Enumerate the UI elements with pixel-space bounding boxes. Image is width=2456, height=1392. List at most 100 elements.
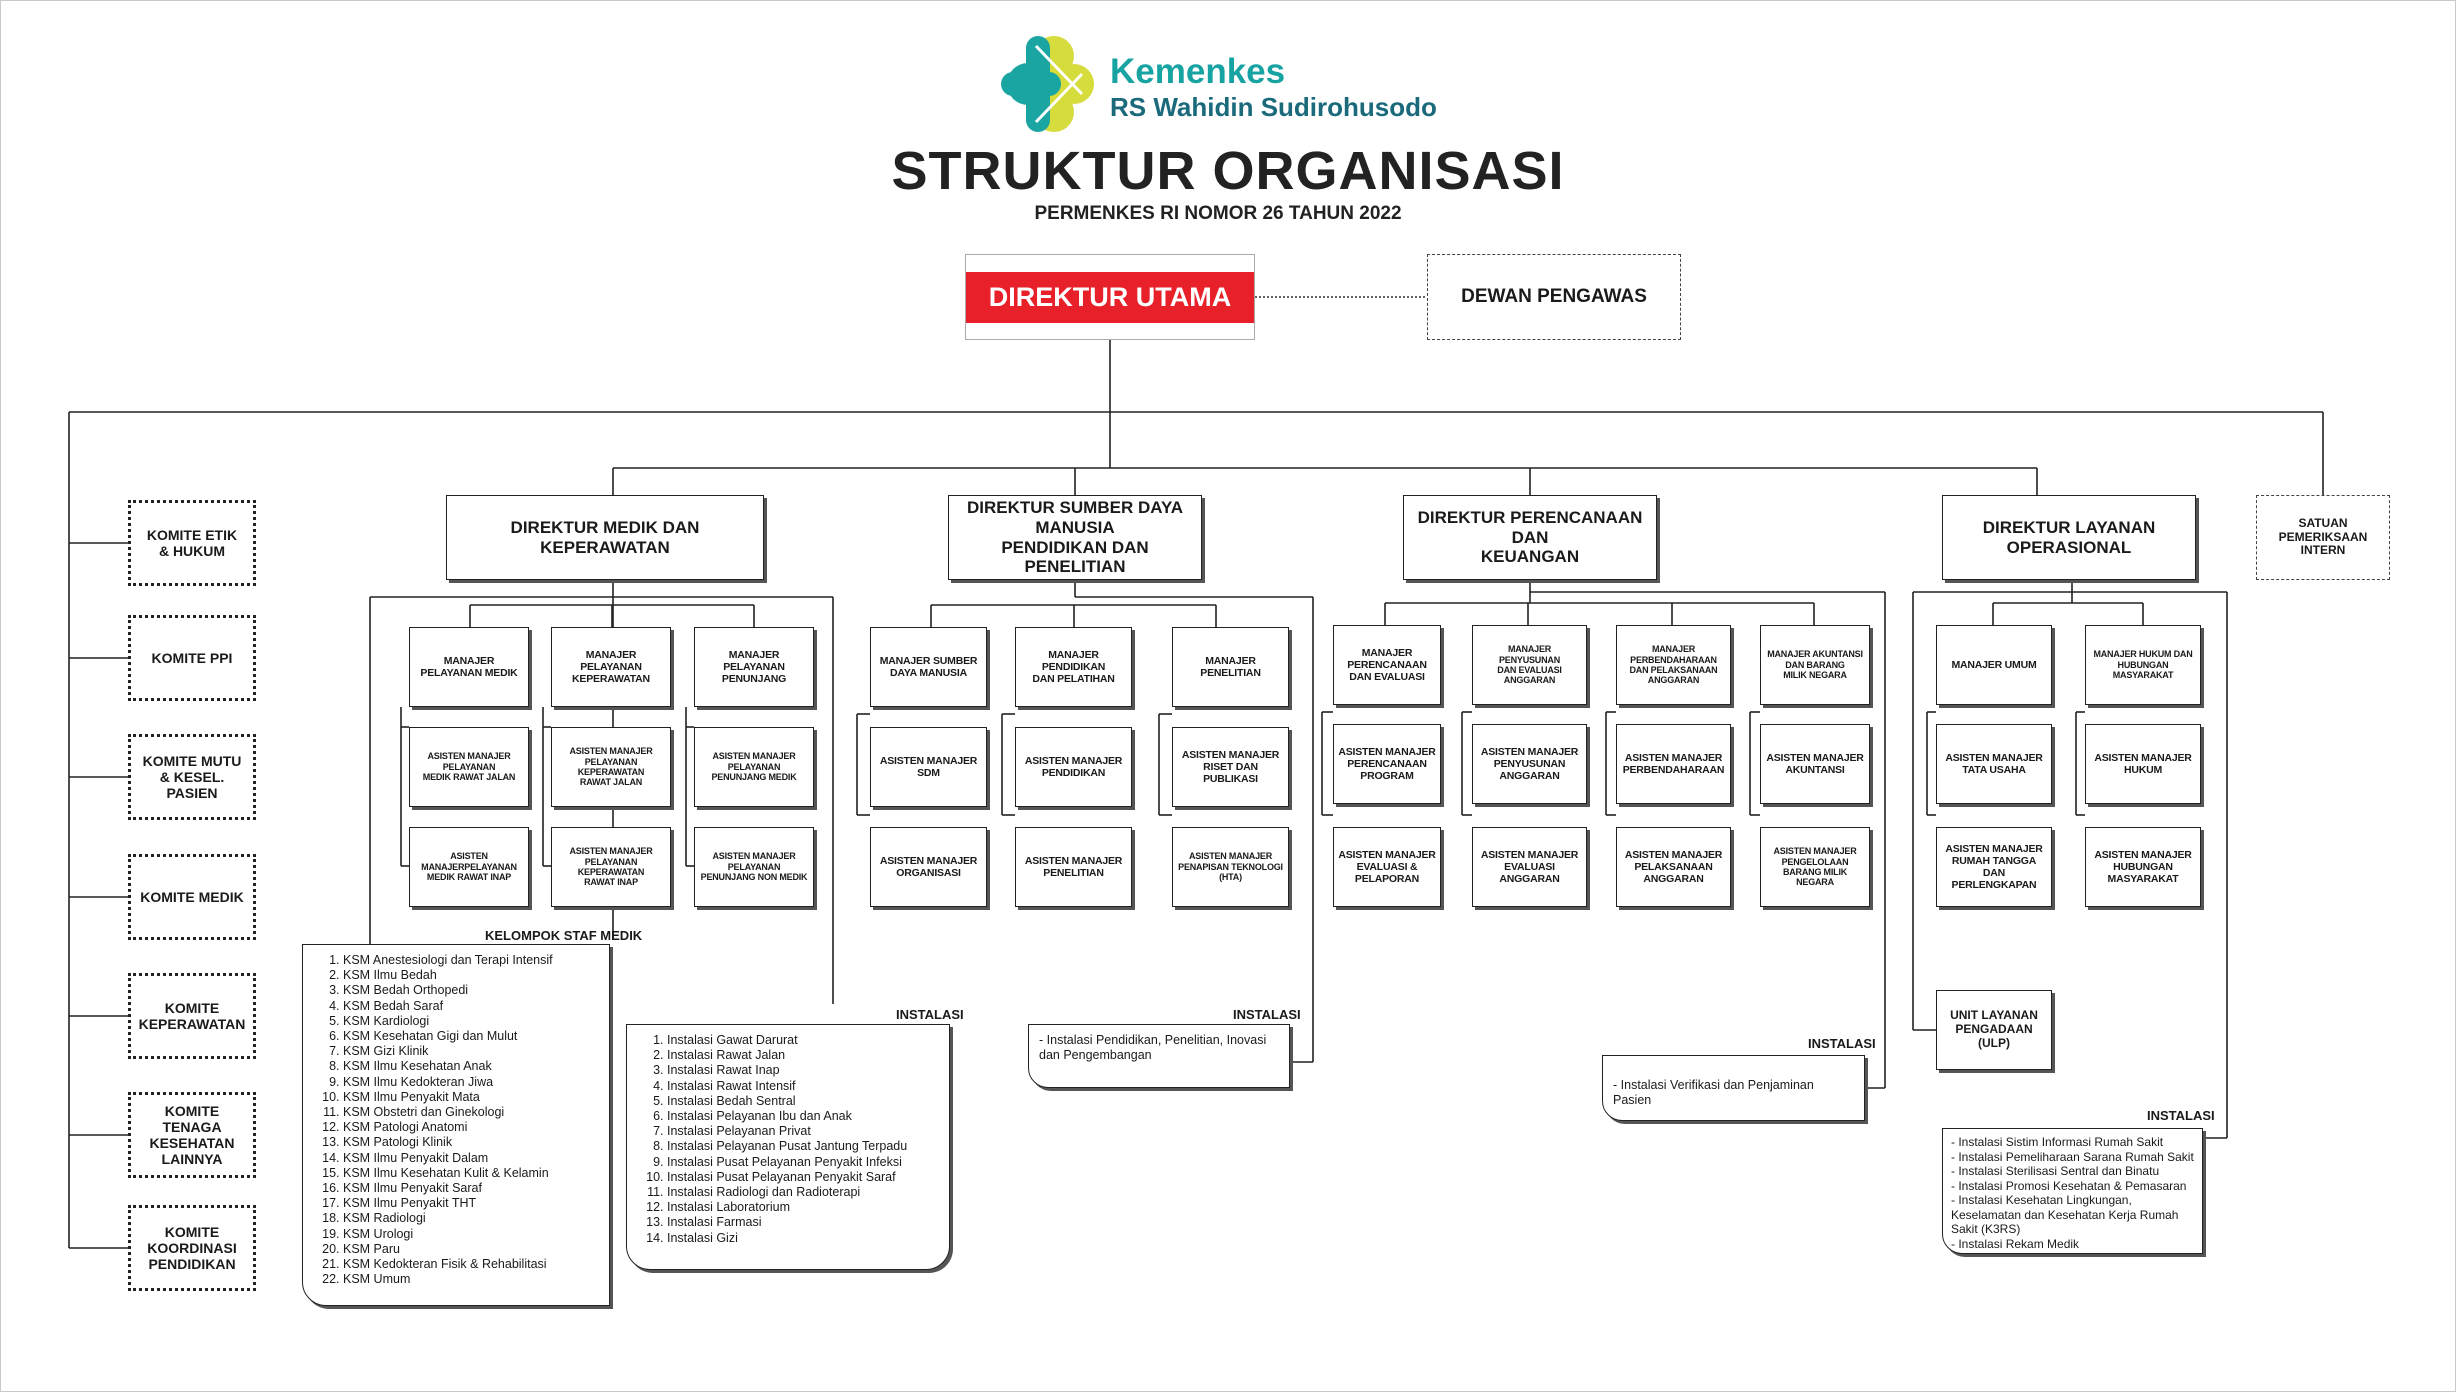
list-item: KSM Kardiologi bbox=[343, 1014, 599, 1029]
asisten-manajer-box: ASISTEN MANAJER AKUNTANSI bbox=[1760, 724, 1870, 804]
ksm-label: KELOMPOK STAF MEDIK bbox=[485, 928, 643, 943]
manajer-box: MANAJER AKUNTANSI DAN BARANG MILIK NEGAR… bbox=[1760, 625, 1870, 705]
list-item: KSM Ilmu Penyakit Saraf bbox=[343, 1181, 599, 1196]
list-item: Instalasi Pusat Pelayanan Penyakit Infek… bbox=[667, 1155, 939, 1170]
asisten-manajer-box: ASISTEN MANAJER PERENCANAAN PROGRAM bbox=[1333, 724, 1441, 804]
direktur-utama-label: DIREKTUR UTAMA bbox=[966, 271, 1254, 323]
list-item: Instalasi Pusat Pelayanan Penyakit Saraf bbox=[667, 1170, 939, 1185]
list-item: KSM Kesehatan Gigi dan Mulut bbox=[343, 1029, 599, 1044]
list-item: KSM Ilmu Kesehatan Anak bbox=[343, 1059, 599, 1074]
list-item: Instalasi Pemeliharaan Sarana Rumah Saki… bbox=[1951, 1150, 2194, 1165]
instalasi-list: Instalasi Gawat DaruratInstalasi Rawat J… bbox=[637, 1033, 939, 1246]
manajer-box: MANAJER PERBENDAHARAAN DAN PELAKSANAAN A… bbox=[1616, 625, 1731, 705]
asisten-manajer-box: ASISTEN MANAJER EVALUASI ANGGARAN bbox=[1472, 827, 1587, 907]
komite-box: KOMITE MEDIK bbox=[128, 854, 256, 940]
page-title: STRUKTUR ORGANISASI bbox=[891, 141, 1565, 201]
ksm-list: KSM Anestesiologi dan Terapi IntensifKSM… bbox=[313, 953, 599, 1287]
asisten-manajer-box: ASISTEN MANAJER TATA USAHA bbox=[1936, 724, 2052, 804]
instalasi-list: Instalasi Sistim Informasi Rumah SakitIn… bbox=[1951, 1135, 2194, 1251]
instalasi-label: INSTALASI bbox=[896, 1007, 964, 1022]
manajer-box: MANAJER PENELITIAN bbox=[1172, 627, 1289, 707]
page-subtitle: PERMENKES RI NOMOR 26 TAHUN 2022 bbox=[1034, 203, 1402, 224]
asisten-manajer-box: ASISTEN MANAJER ORGANISASI bbox=[870, 827, 987, 907]
list-item: Instalasi Rawat Inap bbox=[667, 1063, 939, 1078]
asisten-manajer-box: ASISTEN MANAJER HUKUM bbox=[2085, 724, 2201, 804]
list-item: KSM Ilmu Kedokteran Jiwa bbox=[343, 1075, 599, 1090]
list-item: KSM Kedokteran Fisik & Rehabilitasi bbox=[343, 1257, 599, 1272]
ulp-box: UNIT LAYANAN PENGADAAN (ULP) bbox=[1936, 990, 2052, 1070]
asisten-manajer-box: ASISTEN MANAJER PELAYANAN PENUNJANG MEDI… bbox=[694, 727, 814, 807]
list-item: KSM Patologi Klinik bbox=[343, 1135, 599, 1150]
asisten-manajer-box: ASISTEN MANAJER PELAYANAN MEDIK RAWAT JA… bbox=[409, 727, 529, 807]
list-item: KSM Urologi bbox=[343, 1227, 599, 1242]
list-item: KSM Patologi Anatomi bbox=[343, 1120, 599, 1135]
list-item: KSM Ilmu Penyakit Mata bbox=[343, 1090, 599, 1105]
asisten-manajer-box: ASISTEN MANAJER PELAKSANAAN ANGGARAN bbox=[1616, 827, 1731, 907]
manajer-box: MANAJER SUMBER DAYA MANUSIA bbox=[870, 627, 987, 707]
list-item: KSM Ilmu Bedah bbox=[343, 968, 599, 983]
list-item: Instalasi Gawat Darurat bbox=[667, 1033, 939, 1048]
manajer-box: MANAJER PENDIDIKAN DAN PELATIHAN bbox=[1015, 627, 1132, 707]
list-item: KSM Paru bbox=[343, 1242, 599, 1257]
list-item: KSM Gizi Klinik bbox=[343, 1044, 599, 1059]
direktur-utama-box: DIREKTUR UTAMA bbox=[965, 254, 1255, 340]
dewan-pengawas-box: DEWAN PENGAWAS bbox=[1427, 254, 1681, 340]
manajer-box: MANAJER PELAYANAN MEDIK bbox=[409, 627, 529, 707]
komite-box: KOMITE KEPERAWATAN bbox=[128, 973, 256, 1059]
list-item: KSM Anestesiologi dan Terapi Intensif bbox=[343, 953, 599, 968]
list-item: Instalasi Radiologi dan Radioterapi bbox=[667, 1185, 939, 1200]
list-item: KSM Ilmu Penyakit THT bbox=[343, 1196, 599, 1211]
asisten-manajer-box: ASISTEN MANAJER HUBUNGAN MASYARAKAT bbox=[2085, 827, 2201, 907]
komite-box: KOMITE KOORDINASI PENDIDIKAN bbox=[128, 1205, 256, 1291]
asisten-manajer-box: ASISTEN MANAJER PENAPISAN TEKNOLOGI (HTA… bbox=[1172, 827, 1289, 907]
manajer-box: MANAJER PERENCANAAN DAN EVALUASI bbox=[1333, 625, 1441, 705]
komite-box: KOMITE PPI bbox=[128, 615, 256, 701]
asisten-manajer-box: ASISTEN MANAJER PELAYANAN KEPERAWATAN RA… bbox=[551, 727, 671, 807]
list-item: Instalasi Rawat Jalan bbox=[667, 1048, 939, 1063]
list-item: Instalasi Sistim Informasi Rumah Sakit bbox=[1951, 1135, 2194, 1150]
komite-box: KOMITE ETIK & HUKUM bbox=[128, 500, 256, 586]
direktur-keuangan-box: DIREKTUR PERENCANAAN DAN KEUANGAN bbox=[1403, 495, 1657, 580]
asisten-manajer-box: ASISTEN MANAJER PERBENDAHARAAN bbox=[1616, 724, 1731, 804]
list-item: Instalasi Sterilisasi Sentral dan Binatu bbox=[1951, 1164, 2194, 1179]
list-item: Instalasi Verifikasi dan Penjaminan Pasi… bbox=[1613, 1078, 1854, 1108]
hospital-name: RS Wahidin Sudirohusodo bbox=[1110, 92, 1437, 122]
instalasi-list: Instalasi Verifikasi dan Penjaminan Pasi… bbox=[1613, 1064, 1854, 1108]
list-item: Instalasi Rawat Intensif bbox=[667, 1079, 939, 1094]
instalasi-label: INSTALASI bbox=[1233, 1007, 1301, 1022]
list-item: Instalasi Pendidikan, Penelitian, Inovas… bbox=[1039, 1033, 1279, 1063]
list-item: KSM Radiologi bbox=[343, 1211, 599, 1226]
list-item: Instalasi Gizi bbox=[667, 1231, 939, 1246]
manajer-box: MANAJER PELAYANAN KEPERAWATAN bbox=[551, 627, 671, 707]
instalasi-label: INSTALASI bbox=[2147, 1108, 2215, 1123]
list-item: Instalasi Bedah Sentral bbox=[667, 1094, 939, 1109]
asisten-manajer-box: ASISTEN MANAJER PENELITIAN bbox=[1015, 827, 1132, 907]
instalasi-sdm-panel: Instalasi Pendidikan, Penelitian, Inovas… bbox=[1028, 1024, 1290, 1088]
instalasi-label: INSTALASI bbox=[1808, 1036, 1876, 1051]
instalasi-keuangan-panel: Instalasi Verifikasi dan Penjaminan Pasi… bbox=[1602, 1055, 1865, 1121]
list-item: Instalasi Promosi Kesehatan & Pemasaran bbox=[1951, 1179, 2194, 1194]
satuan-pemeriksaan-intern-box: SATUAN PEMERIKSAAN INTERN bbox=[2256, 495, 2390, 580]
list-item: KSM Obstetri dan Ginekologi bbox=[343, 1105, 599, 1120]
direktur-sdm-box: DIREKTUR SUMBER DAYA MANUSIA PENDIDIKAN … bbox=[948, 495, 1202, 580]
list-item: KSM Ilmu Penyakit Dalam bbox=[343, 1151, 599, 1166]
manajer-box: MANAJER PENYUSUNAN DAN EVALUASI ANGGARAN bbox=[1472, 625, 1587, 705]
list-item: Instalasi Pelayanan Ibu dan Anak bbox=[667, 1109, 939, 1124]
asisten-manajer-box: ASISTEN MANAJERPELAYANAN MEDIK RAWAT INA… bbox=[409, 827, 529, 907]
list-item: Instalasi Farmasi bbox=[667, 1215, 939, 1230]
brand-name: Kemenkes bbox=[1110, 52, 1286, 91]
asisten-manajer-box: ASISTEN MANAJER PENDIDIKAN bbox=[1015, 727, 1132, 807]
komite-box: KOMITE MUTU & KESEL. PASIEN bbox=[128, 734, 256, 820]
instalasi-list: Instalasi Pendidikan, Penelitian, Inovas… bbox=[1039, 1033, 1279, 1063]
asisten-manajer-box: ASISTEN MANAJER SDM bbox=[870, 727, 987, 807]
direktur-operasional-box: DIREKTUR LAYANAN OPERASIONAL bbox=[1942, 495, 2196, 580]
asisten-manajer-box: ASISTEN MANAJER EVALUASI & PELAPORAN bbox=[1333, 827, 1441, 907]
list-item: KSM Umum bbox=[343, 1272, 599, 1287]
instalasi-operasional-panel: Instalasi Sistim Informasi Rumah SakitIn… bbox=[1942, 1128, 2203, 1254]
manajer-box: MANAJER UMUM bbox=[1936, 625, 2052, 705]
list-item: Instalasi Kesehatan Lingkungan, Keselama… bbox=[1951, 1193, 2194, 1237]
manajer-box: MANAJER HUKUM DAN HUBUNGAN MASYARAKAT bbox=[2085, 625, 2201, 705]
asisten-manajer-box: ASISTEN MANAJER PELAYANAN PENUNJANG NON … bbox=[694, 827, 814, 907]
asisten-manajer-box: ASISTEN MANAJER PENYUSUNAN ANGGARAN bbox=[1472, 724, 1587, 804]
